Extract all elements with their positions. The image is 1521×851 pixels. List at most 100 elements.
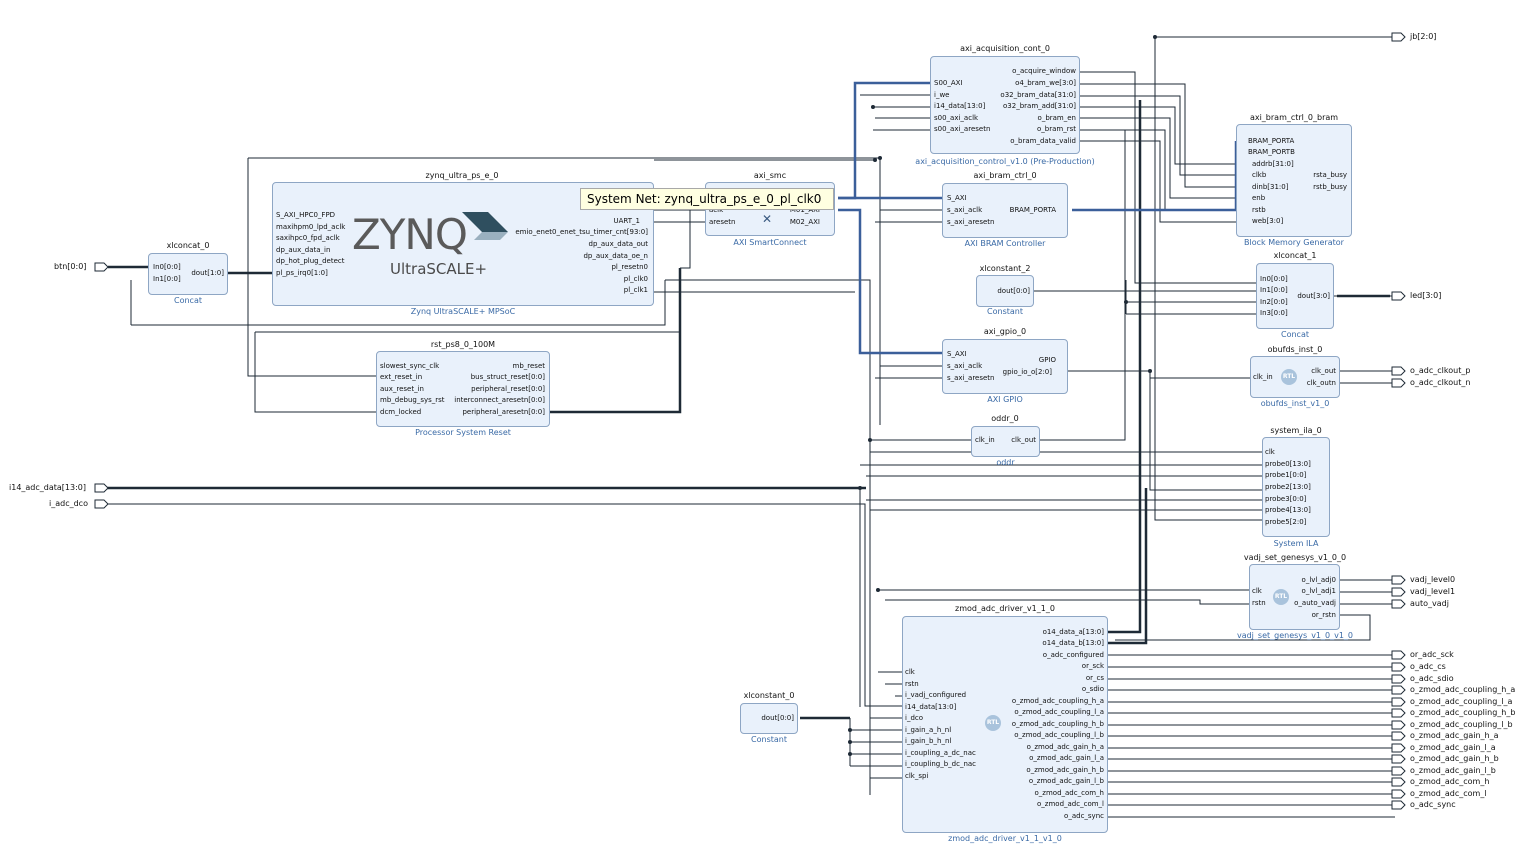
pin[interactable]: clk_in: [975, 436, 995, 444]
pin[interactable]: dout[3:0]: [1297, 292, 1330, 300]
pin[interactable]: or_rstn: [1311, 611, 1336, 619]
pin[interactable]: rstn: [905, 680, 919, 688]
pin[interactable]: BRAM_PORTA: [1248, 137, 1295, 145]
pin[interactable]: BRAM_PORTA: [1009, 206, 1056, 214]
pin[interactable]: o32_bram_data[31:0]: [1000, 91, 1076, 99]
pin[interactable]: pl_clk0: [623, 275, 648, 283]
pin[interactable]: probe1[0:0]: [1265, 471, 1307, 479]
pin[interactable]: o_auto_vadj: [1294, 599, 1336, 607]
pin[interactable]: s00_axi_aresetn: [934, 125, 991, 133]
pin[interactable]: S_AXI: [947, 194, 967, 202]
pin[interactable]: dinb[31:0]: [1252, 183, 1289, 191]
pin[interactable]: clk_outn: [1306, 379, 1336, 387]
block-system-ila[interactable]: [1262, 437, 1330, 537]
pin[interactable]: i_coupling_a_dc_nac: [905, 749, 976, 757]
pin[interactable]: In2[0:0]: [1260, 298, 1288, 306]
pin[interactable]: o_adc_configured: [1042, 651, 1104, 659]
pin[interactable]: clk_in: [1253, 373, 1273, 381]
pin[interactable]: clk_out: [1311, 367, 1336, 375]
pin[interactable]: clkb: [1252, 171, 1267, 179]
pin[interactable]: dp_aux_data_out: [588, 240, 649, 248]
block-axi-gpio[interactable]: [942, 339, 1068, 394]
port-out[interactable]: o_zmod_adc_coupling_h_b: [1410, 708, 1516, 717]
pin[interactable]: S_AXI: [947, 350, 967, 358]
pin[interactable]: peripheral_aresetn[0:0]: [462, 408, 545, 416]
block-xlconstant-0[interactable]: [740, 703, 798, 734]
pin[interactable]: i_gain_a_h_nl: [905, 726, 952, 734]
pin[interactable]: aux_reset_in: [380, 385, 424, 393]
pin[interactable]: o_zmod_adc_coupling_h_a: [1011, 697, 1104, 705]
pin[interactable]: o_zmod_adc_coupling_l_a: [1014, 708, 1104, 716]
pin[interactable]: s00_axi_aclk: [934, 114, 979, 122]
pin[interactable]: o_adc_sync: [1064, 812, 1104, 820]
port-out[interactable]: o_zmod_adc_coupling_l_a: [1410, 697, 1513, 706]
pin[interactable]: In1[0:0]: [153, 275, 181, 283]
port-out[interactable]: o_zmod_adc_gain_l_b: [1410, 766, 1496, 775]
pin[interactable]: o32_bram_add[31:0]: [1003, 102, 1076, 110]
pin[interactable]: s_axi_aresetn: [947, 374, 995, 382]
block-memory-generator[interactable]: [1236, 124, 1352, 237]
block-xlconcat-1[interactable]: [1256, 263, 1334, 329]
pin[interactable]: dcm_locked: [380, 408, 422, 416]
pin[interactable]: or_cs: [1085, 674, 1104, 682]
pin[interactable]: gpio_io_o[2:0]: [1002, 368, 1052, 376]
block-axi-bram-ctrl[interactable]: [942, 183, 1068, 238]
pin[interactable]: bus_struct_reset[0:0]: [470, 373, 545, 381]
pin[interactable]: interconnect_aresetn[0:0]: [454, 396, 545, 404]
pin[interactable]: GPIO: [1038, 356, 1056, 364]
pin[interactable]: probe0[13:0]: [1265, 460, 1311, 468]
pin[interactable]: saxihpc0_fpd_aclk: [276, 234, 340, 242]
port-clkout-p[interactable]: o_adc_clkout_p: [1410, 366, 1471, 375]
pin[interactable]: M01_AXI: [789, 206, 820, 214]
pin[interactable]: rsta_busy: [1313, 171, 1347, 179]
pin[interactable]: mb_debug_sys_rst: [380, 396, 445, 404]
pin[interactable]: dp_hot_plug_detect: [276, 257, 345, 265]
pin[interactable]: probe5[2:0]: [1265, 518, 1307, 526]
pin[interactable]: o_bram_data_valid: [1010, 137, 1076, 145]
port-btn[interactable]: btn[0:0]: [54, 262, 87, 271]
pin[interactable]: o_zmod_adc_gain_l_b: [1028, 777, 1104, 785]
port-out[interactable]: o_zmod_adc_gain_h_b: [1410, 754, 1499, 763]
pin[interactable]: addrb[31:0]: [1252, 160, 1294, 168]
pin[interactable]: aclk: [709, 206, 724, 214]
pin[interactable]: S00_AXI: [934, 79, 963, 87]
pin[interactable]: o4_bram_we[3:0]: [1015, 79, 1076, 87]
pin[interactable]: enb: [1252, 194, 1266, 202]
port-vadj-level0[interactable]: vadj_level0: [1410, 575, 1456, 584]
pin[interactable]: i_gain_b_h_nl: [905, 737, 952, 745]
pin[interactable]: slowest_sync_clk: [380, 362, 440, 370]
pin[interactable]: i_vadj_configured: [905, 691, 967, 699]
pin[interactable]: clk_out: [1011, 436, 1036, 444]
pin[interactable]: M02_AXI: [789, 218, 820, 226]
pin[interactable]: In1[0:0]: [1260, 286, 1288, 294]
pin[interactable]: In3[0:0]: [1260, 309, 1288, 317]
pin[interactable]: In0[0:0]: [1260, 275, 1288, 283]
pin[interactable]: pl_clk1: [623, 286, 648, 294]
pin[interactable]: web[3:0]: [1252, 217, 1284, 225]
pin[interactable]: i14_data[13:0]: [905, 703, 957, 711]
pin[interactable]: o_bram_en: [1037, 114, 1076, 122]
port-out[interactable]: o_zmod_adc_coupling_h_a: [1410, 685, 1516, 694]
block-proc-sys-reset[interactable]: [376, 351, 550, 427]
pin[interactable]: o_zmod_adc_coupling_l_b: [1014, 731, 1104, 739]
pin[interactable]: clk: [1252, 587, 1262, 595]
pin[interactable]: rstb: [1252, 206, 1266, 214]
pin[interactable]: o14_data_a[13:0]: [1042, 628, 1104, 636]
pin[interactable]: clk: [1265, 448, 1275, 456]
block-vadj-set[interactable]: [1249, 564, 1340, 630]
port-out[interactable]: o_adc_sync: [1410, 800, 1456, 809]
port-out[interactable]: o_zmod_adc_com_l: [1410, 789, 1487, 798]
pin[interactable]: dp_aux_data_in: [276, 246, 331, 254]
pin[interactable]: o_zmod_adc_gain_h_a: [1026, 743, 1104, 751]
pin[interactable]: probe3[0:0]: [1265, 495, 1307, 503]
port-out[interactable]: o_zmod_adc_gain_h_a: [1410, 731, 1499, 740]
port-out[interactable]: o_zmod_adc_gain_l_a: [1410, 743, 1496, 752]
block-xlconstant-2[interactable]: [976, 275, 1034, 307]
port-jb[interactable]: jb[2:0]: [1410, 32, 1437, 41]
pin[interactable]: clk: [905, 668, 915, 676]
pin[interactable]: o_sdio: [1081, 685, 1104, 693]
pin[interactable]: pl_ps_irq0[1:0]: [276, 269, 328, 277]
pin[interactable]: o_bram_rst: [1037, 125, 1076, 133]
pin[interactable]: dout[0:0]: [761, 714, 794, 722]
pin[interactable]: dout[0:0]: [997, 287, 1030, 295]
